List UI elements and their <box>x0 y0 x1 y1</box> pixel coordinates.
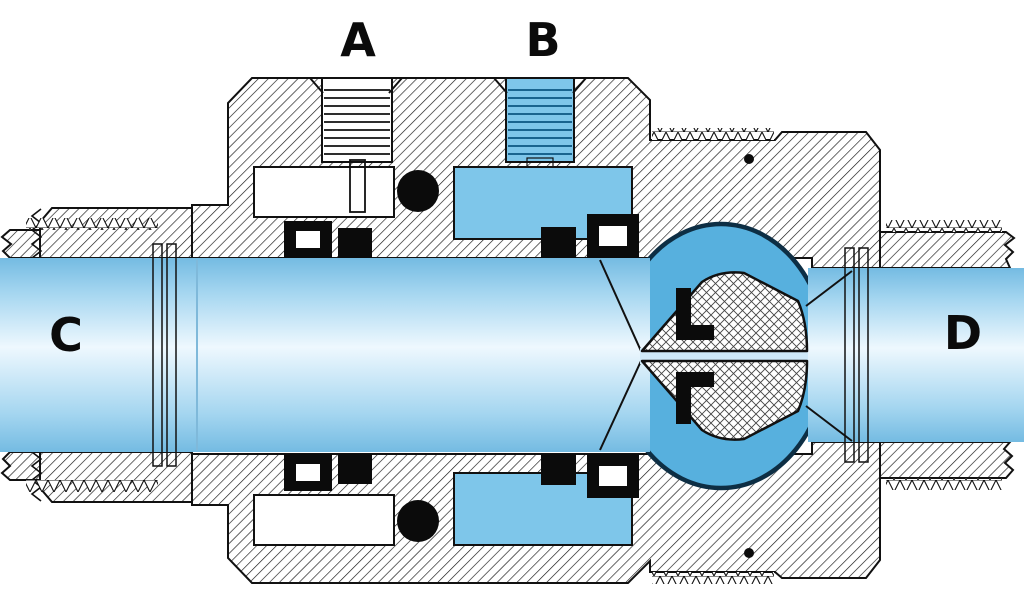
external-threads <box>26 128 1002 584</box>
outlet-thread-crests-bottom <box>886 478 1002 490</box>
valve-poppet <box>640 271 809 441</box>
outlet-bore-fluid <box>808 268 1024 442</box>
inlet-sleeve-ring <box>166 243 177 467</box>
label-port-a: A <box>340 13 376 67</box>
outlet-pipe-bottom-wall <box>879 441 1015 479</box>
body-thread-crests-top <box>652 128 774 140</box>
label-inlet-c: C <box>49 308 83 362</box>
inlet-nut-bottom <box>39 451 193 503</box>
weep-hole-bottom <box>744 548 754 558</box>
inlet-sleeve-ring <box>152 243 163 467</box>
outlet-sleeve-ring <box>858 247 869 463</box>
weep-hole-top <box>744 154 754 164</box>
o-ring-top <box>397 170 439 212</box>
label-outlet-d: D <box>944 306 982 360</box>
port-a-stem <box>349 159 366 213</box>
poppet-seal-top <box>676 288 714 340</box>
outlet-thread-crests-top <box>886 220 1002 232</box>
o-ring-bottom <box>397 500 439 542</box>
poppet-seal-bottom <box>676 372 714 424</box>
body-thread-crests-bottom <box>652 572 774 584</box>
port-a-bore <box>309 77 403 213</box>
port-a-threads <box>324 89 390 155</box>
outlet-sleeve-ring <box>844 247 855 463</box>
inlet-bore-fluid <box>0 258 650 452</box>
seal-square <box>541 227 576 258</box>
inlet-thread-crests-top <box>26 218 158 230</box>
outlet-pipe-top-wall <box>879 231 1016 269</box>
inlet-thread-crests-bottom <box>26 480 158 492</box>
seal-set <box>284 154 754 558</box>
inlet-nut-top <box>39 207 193 259</box>
sleeve-rings <box>152 243 869 467</box>
inlet-nut-serration-top <box>30 208 43 259</box>
lower-gallery-cavity <box>253 494 395 546</box>
seal-square <box>338 454 372 484</box>
label-port-b: B <box>525 13 560 67</box>
upper-gallery-cavity <box>253 166 395 218</box>
port-b-bore <box>493 77 587 173</box>
inlet-nut-serration-bottom <box>30 451 43 502</box>
port-b-threads <box>508 89 572 155</box>
seal-square <box>541 454 576 485</box>
seal-square <box>338 228 372 258</box>
